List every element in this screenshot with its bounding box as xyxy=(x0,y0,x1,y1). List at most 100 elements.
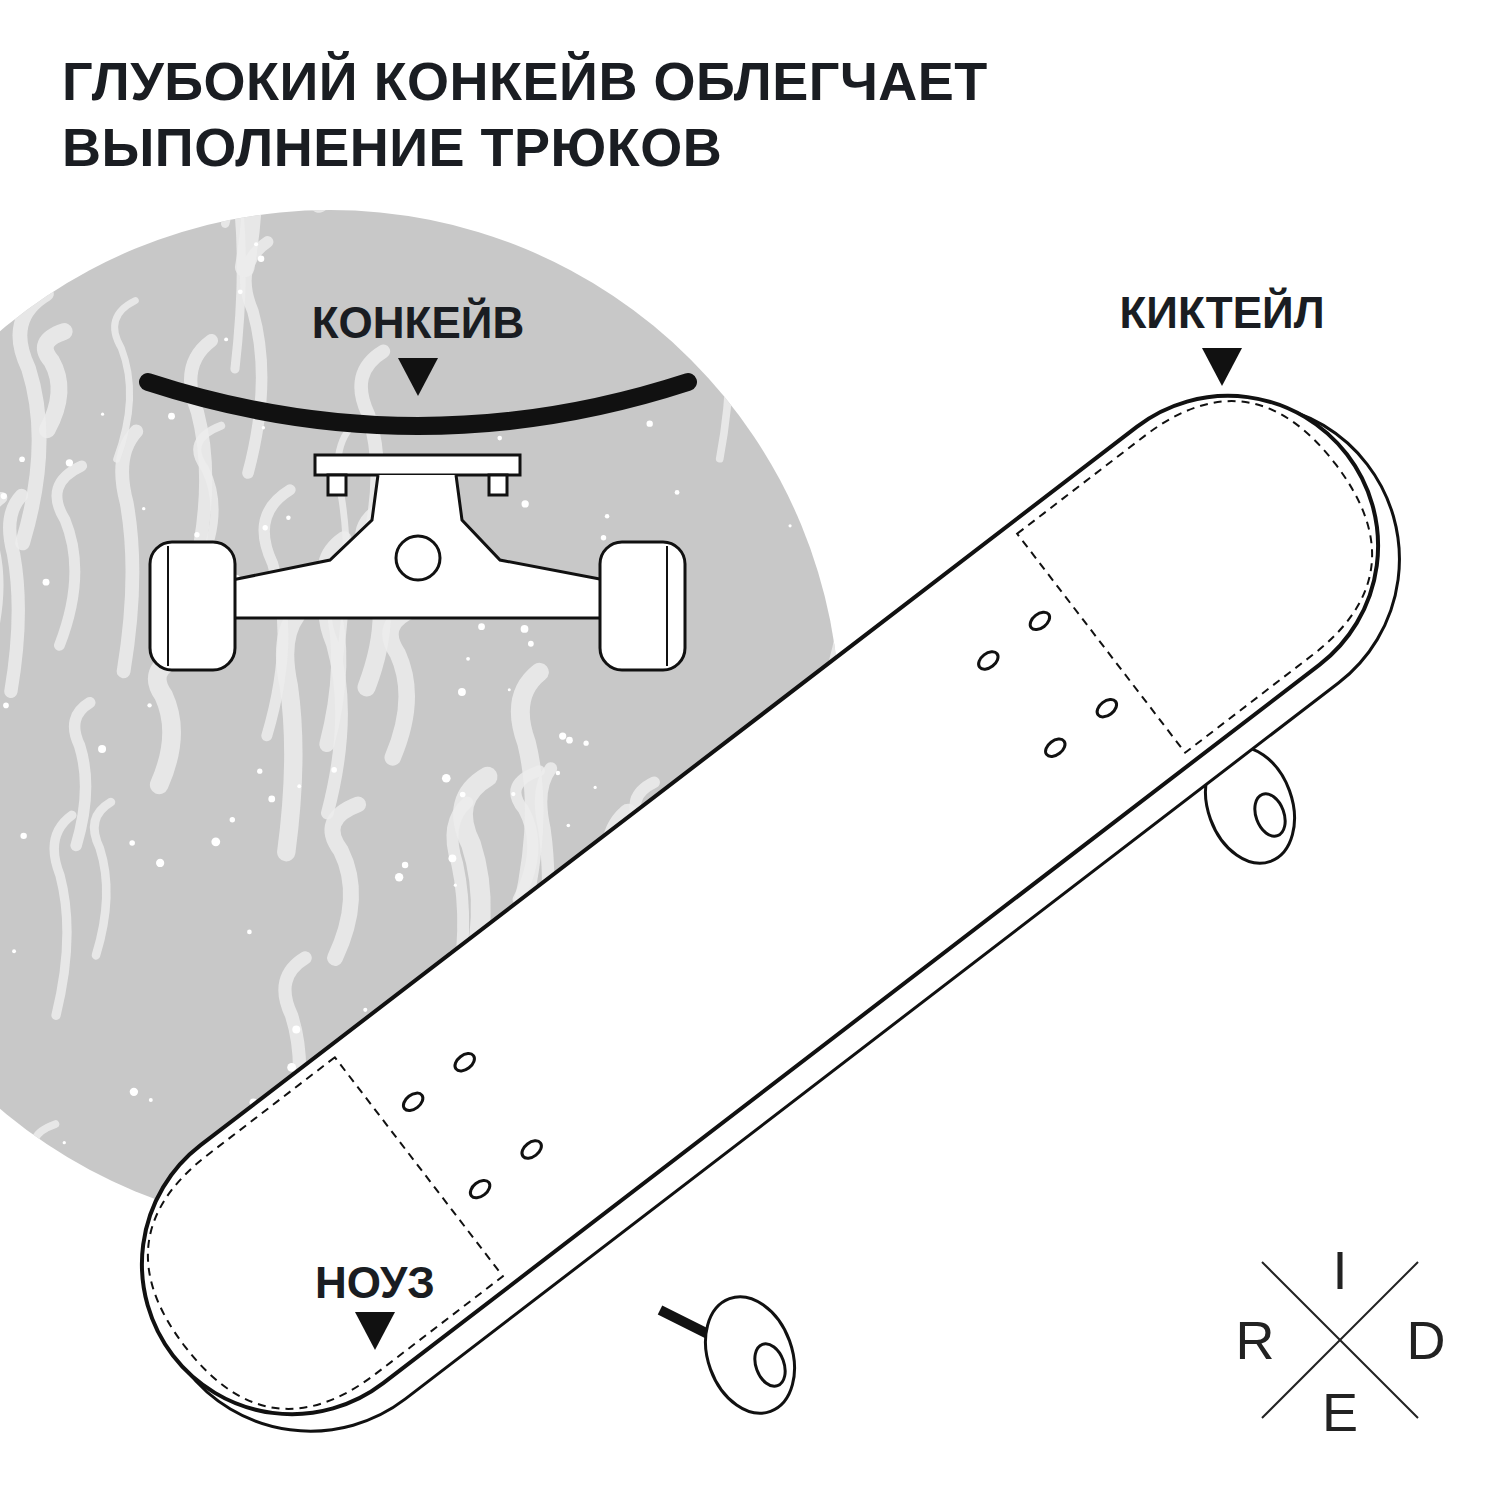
texture-dot xyxy=(812,523,819,530)
texture-dot xyxy=(833,247,837,251)
texture-stroke xyxy=(832,451,853,665)
texture-dot xyxy=(478,623,485,630)
texture-dot xyxy=(194,532,199,537)
texture-dot xyxy=(566,737,573,744)
texture-dot xyxy=(129,840,135,846)
texture-stroke xyxy=(34,1124,55,1242)
texture-dot xyxy=(675,490,680,495)
texture-stroke xyxy=(122,431,136,671)
texture-dot xyxy=(286,516,291,521)
texture-stroke xyxy=(75,703,90,846)
texture-dot xyxy=(224,337,228,341)
texture-dot xyxy=(130,1088,138,1096)
texture-dot xyxy=(675,323,679,327)
texture-dot xyxy=(458,688,466,696)
texture-dot xyxy=(448,854,456,862)
texture-dot xyxy=(156,859,164,867)
texture-dot xyxy=(17,215,21,219)
texture-dot xyxy=(522,500,529,507)
pointer-triangles xyxy=(355,348,1242,1350)
texture-dot xyxy=(363,1008,367,1012)
texture-dot xyxy=(257,768,262,773)
texture-stroke xyxy=(115,301,136,460)
texture-stroke xyxy=(520,672,539,908)
texture-dot xyxy=(442,774,451,783)
texture-dot xyxy=(583,740,588,745)
texture-dot xyxy=(497,436,502,441)
logo-letter: D xyxy=(1407,1310,1446,1370)
texture-dot xyxy=(331,767,337,773)
texture-stroke xyxy=(45,331,64,429)
texture-dot xyxy=(395,873,403,881)
texture-stroke xyxy=(390,609,412,757)
texture-dot xyxy=(556,771,560,775)
texture-dot xyxy=(258,255,264,261)
texture-stroke xyxy=(94,802,111,955)
part-label: КОНКЕЙВ xyxy=(312,298,524,348)
texture-dot xyxy=(238,289,243,294)
texture-dot xyxy=(830,418,837,425)
texture-dot xyxy=(142,507,145,510)
texture-dot xyxy=(263,525,268,530)
texture-dot xyxy=(12,949,16,953)
texture-dot xyxy=(19,456,25,462)
texture-dot xyxy=(101,413,104,416)
texture-stroke xyxy=(157,658,177,785)
texture-dot xyxy=(1,493,7,499)
texture-dot xyxy=(605,514,610,519)
texture-stroke xyxy=(832,142,848,282)
texture-stroke xyxy=(332,804,358,957)
texture-dot xyxy=(147,703,151,707)
concave-section xyxy=(148,382,688,670)
texture-dot xyxy=(20,833,26,839)
part-label: НОУЗ xyxy=(315,1258,435,1308)
texture-dot xyxy=(297,784,301,788)
texture-dot xyxy=(268,796,275,803)
texture-dot xyxy=(211,837,220,846)
texture-dot xyxy=(511,792,515,796)
texture-dot xyxy=(601,535,606,540)
texture-stroke xyxy=(735,138,746,241)
texture-stroke xyxy=(223,0,244,224)
texture-dot xyxy=(594,786,597,789)
texture-dot xyxy=(796,1158,803,1165)
texture-dot xyxy=(98,745,106,753)
texture-dot xyxy=(254,242,258,246)
texture-dot xyxy=(3,703,9,709)
texture-stroke xyxy=(20,294,46,543)
texture-dot xyxy=(262,426,265,429)
page-title: ГЛУБОКИЙ КОНКЕЙВ ОБЛЕГЧАЕТ ВЫПОЛНЕНИЕ ТР… xyxy=(62,48,1182,180)
logo-letter: E xyxy=(1322,1382,1358,1442)
texture-dot xyxy=(292,1026,300,1034)
texture-dot xyxy=(63,1141,66,1144)
texture-dot xyxy=(647,420,653,426)
texture-dot xyxy=(777,297,781,301)
texture-dot xyxy=(168,413,175,420)
texture-dot xyxy=(567,824,571,828)
texture-dot xyxy=(460,792,466,798)
texture-stroke xyxy=(54,815,72,1015)
texture-dot xyxy=(724,372,729,377)
texture-dot xyxy=(791,283,795,287)
texture-dot xyxy=(402,862,408,868)
skateboard-deck xyxy=(82,329,1463,1495)
texture-dot xyxy=(247,930,252,935)
texture-stroke xyxy=(718,226,734,459)
texture-dot xyxy=(788,524,791,527)
texture-stroke xyxy=(0,498,1,646)
texture-dot xyxy=(149,1098,153,1102)
texture-stroke xyxy=(755,111,776,344)
texture-dot xyxy=(442,214,447,219)
texture-dot xyxy=(528,641,534,647)
texture-dot xyxy=(508,688,511,691)
texture-dot xyxy=(230,817,235,822)
texture-dot xyxy=(66,459,73,466)
texture-dot xyxy=(521,625,529,633)
texture-dot xyxy=(43,579,50,586)
texture-dot xyxy=(5,1204,13,1212)
texture-dot xyxy=(559,733,566,740)
logo-letter: R xyxy=(1236,1310,1275,1370)
texture-dot xyxy=(466,657,470,661)
logo-letter: I xyxy=(1332,1240,1347,1300)
